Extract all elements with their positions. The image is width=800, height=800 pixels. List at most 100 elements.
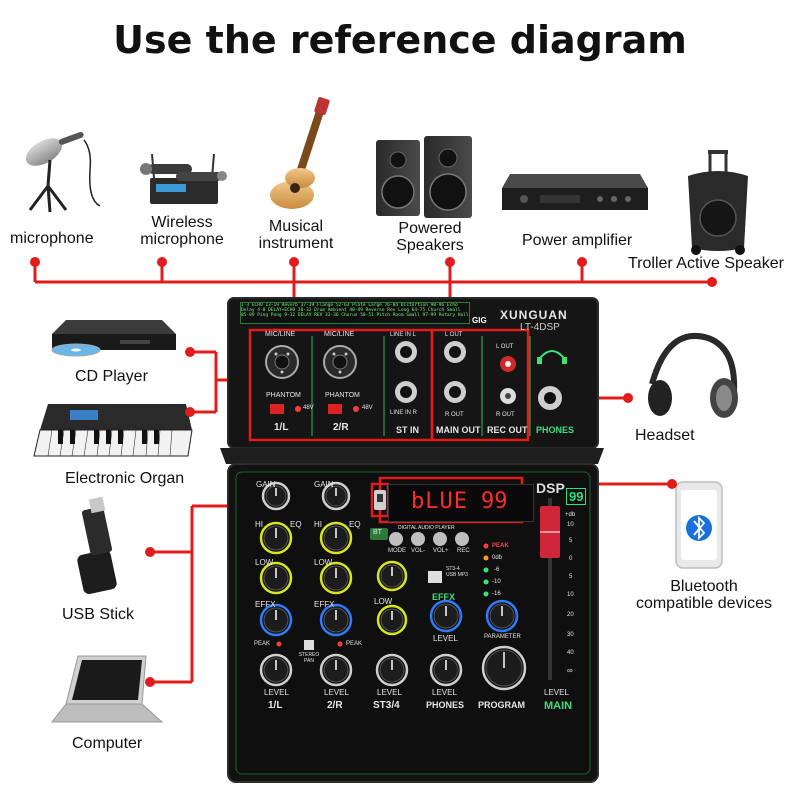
diagram-title: Use the reference diagram xyxy=(113,18,687,62)
phantom-switch-2[interactable] xyxy=(328,404,342,414)
phones-jack[interactable] xyxy=(538,386,562,410)
hi-label-1: HI xyxy=(255,520,263,529)
main-fader[interactable] xyxy=(540,498,560,680)
vol-minus-button[interactable] xyxy=(411,532,425,546)
main-out-r-jack[interactable] xyxy=(444,381,466,403)
vol-plus-button[interactable] xyxy=(433,532,447,546)
power-amplifier-icon xyxy=(502,174,648,210)
level-label-4: LEVEL xyxy=(432,688,457,697)
label-power-amplifier: Power amplifier xyxy=(522,232,633,249)
hi-eq-knob-2[interactable] xyxy=(319,521,353,555)
fader-5-label: 5 xyxy=(569,538,573,544)
program-knob[interactable] xyxy=(481,645,527,691)
model-name: LT-4DSP xyxy=(520,322,560,333)
label-wireless-microphone: Wireless microphone xyxy=(132,214,232,248)
rec-out-label: REC OUT xyxy=(487,425,528,435)
line-in-r-jack[interactable] xyxy=(395,381,417,403)
cd-player-icon xyxy=(51,320,176,357)
bottom-st34-label: ST3/4 xyxy=(373,700,400,711)
label-wireless-line1: Wireless xyxy=(151,214,213,231)
phantom-led-1 xyxy=(295,406,301,412)
level-label-2: LEVEL xyxy=(324,688,349,697)
low-eq-knob-2[interactable] xyxy=(319,561,353,595)
level-knob-phones[interactable] xyxy=(429,653,463,687)
rec-l-out-label: L OUT xyxy=(496,344,514,350)
line-in-l-jack[interactable] xyxy=(395,341,417,363)
guitar-icon xyxy=(270,97,330,209)
fader-inf-label: ∞ xyxy=(567,666,573,675)
dsp-label: DSP xyxy=(536,480,565,496)
label-wireless-line2: microphone xyxy=(140,231,224,248)
headphones-icon xyxy=(648,333,738,418)
meter-peak-label: PEAK xyxy=(492,543,509,549)
low-eq-knob-1[interactable] xyxy=(259,561,293,595)
xlr-combo-jack-2[interactable] xyxy=(323,345,357,379)
phantom-label-2: PHANTOM xyxy=(325,392,360,399)
hi-label-2: HI xyxy=(314,520,322,529)
rec-button[interactable] xyxy=(455,532,469,546)
main-out-l-jack[interactable] xyxy=(444,341,466,363)
label-microphone: microphone xyxy=(10,230,94,247)
rec-out-l-rca[interactable] xyxy=(500,356,516,372)
effx-knob-1[interactable] xyxy=(259,603,293,637)
gain-knob-2[interactable] xyxy=(321,481,351,511)
rec-label: REC xyxy=(457,548,470,554)
peak-led-1 xyxy=(276,641,282,647)
gain-knob-1[interactable] xyxy=(261,481,291,511)
fader-10-label: 10 xyxy=(567,522,574,528)
level-label-3: LEVEL xyxy=(377,688,402,697)
peak-led-2 xyxy=(337,641,343,647)
stereo-pan-switch[interactable] xyxy=(304,640,314,650)
main-out-label: MAIN OUT xyxy=(436,425,481,435)
r-out-label: R OUT xyxy=(445,412,464,418)
rec-out-r-rca[interactable] xyxy=(500,388,516,404)
parameter-knob[interactable] xyxy=(485,599,519,633)
mode-button[interactable] xyxy=(389,532,403,546)
troller-speaker-icon xyxy=(688,150,748,255)
effx-knob-2[interactable] xyxy=(319,603,353,637)
effx-level-sub-label: LEVEL xyxy=(433,634,458,643)
led-meter xyxy=(483,543,489,597)
label-powered-line2: Speakers xyxy=(396,237,464,254)
fader-0-label: 0 xyxy=(569,556,573,562)
usb-stick-icon xyxy=(77,496,117,594)
level-knob-1[interactable] xyxy=(259,653,293,687)
eq-label-2: EQ xyxy=(349,520,361,529)
channel-1-label: 1/L xyxy=(274,422,289,433)
phantom-led-2 xyxy=(353,406,359,412)
low-label-1: LOW xyxy=(255,558,274,567)
st34-usb-switch[interactable] xyxy=(428,571,442,583)
phantom-switch-1[interactable] xyxy=(270,404,284,414)
peak-label-1: PEAK xyxy=(254,641,271,647)
mic-line-label-1: MIC/LINE xyxy=(265,331,296,338)
laptop-icon xyxy=(50,655,164,723)
rear-highlights xyxy=(248,328,530,442)
player-buttons xyxy=(389,532,469,546)
bt-indicator xyxy=(370,528,388,540)
low-knob-st[interactable] xyxy=(376,604,408,636)
main-label: MAIN xyxy=(544,700,573,712)
stereo-pan-label: STEREO PAN xyxy=(298,652,320,664)
bt-label: BT xyxy=(373,529,382,536)
digital-audio-player-label: DIGITAL AUDIO PLAYER xyxy=(398,525,455,531)
l-out-label: L OUT xyxy=(445,332,463,338)
effx-label-1: EFFX xyxy=(255,600,276,609)
fader-m20-label: 20 xyxy=(567,612,574,618)
mixer-body xyxy=(220,297,604,783)
bottom-ch2-label: 2/R xyxy=(327,700,343,711)
effx-level-knob[interactable] xyxy=(429,599,463,633)
low-label-3: LOW xyxy=(374,597,393,606)
label-bluetooth-line2: compatible devices xyxy=(635,595,773,612)
xlr-combo-jack-1[interactable] xyxy=(265,345,299,379)
hi-eq-knob-1[interactable] xyxy=(259,521,293,555)
label-bluetooth-devices: Bluetooth compatible devices xyxy=(628,578,780,612)
label-cd-player: CD Player xyxy=(75,368,148,385)
label-electronic-organ: Electronic Organ xyxy=(65,470,185,487)
line-in-r-label: LINE IN R xyxy=(390,410,418,416)
level-knob-2[interactable] xyxy=(319,653,353,687)
fader-m30-label: 30 xyxy=(567,632,574,638)
hi-knob-st[interactable] xyxy=(376,560,408,592)
level-knob-st34[interactable] xyxy=(375,653,409,687)
meter-m16-label: -16 xyxy=(492,591,501,597)
